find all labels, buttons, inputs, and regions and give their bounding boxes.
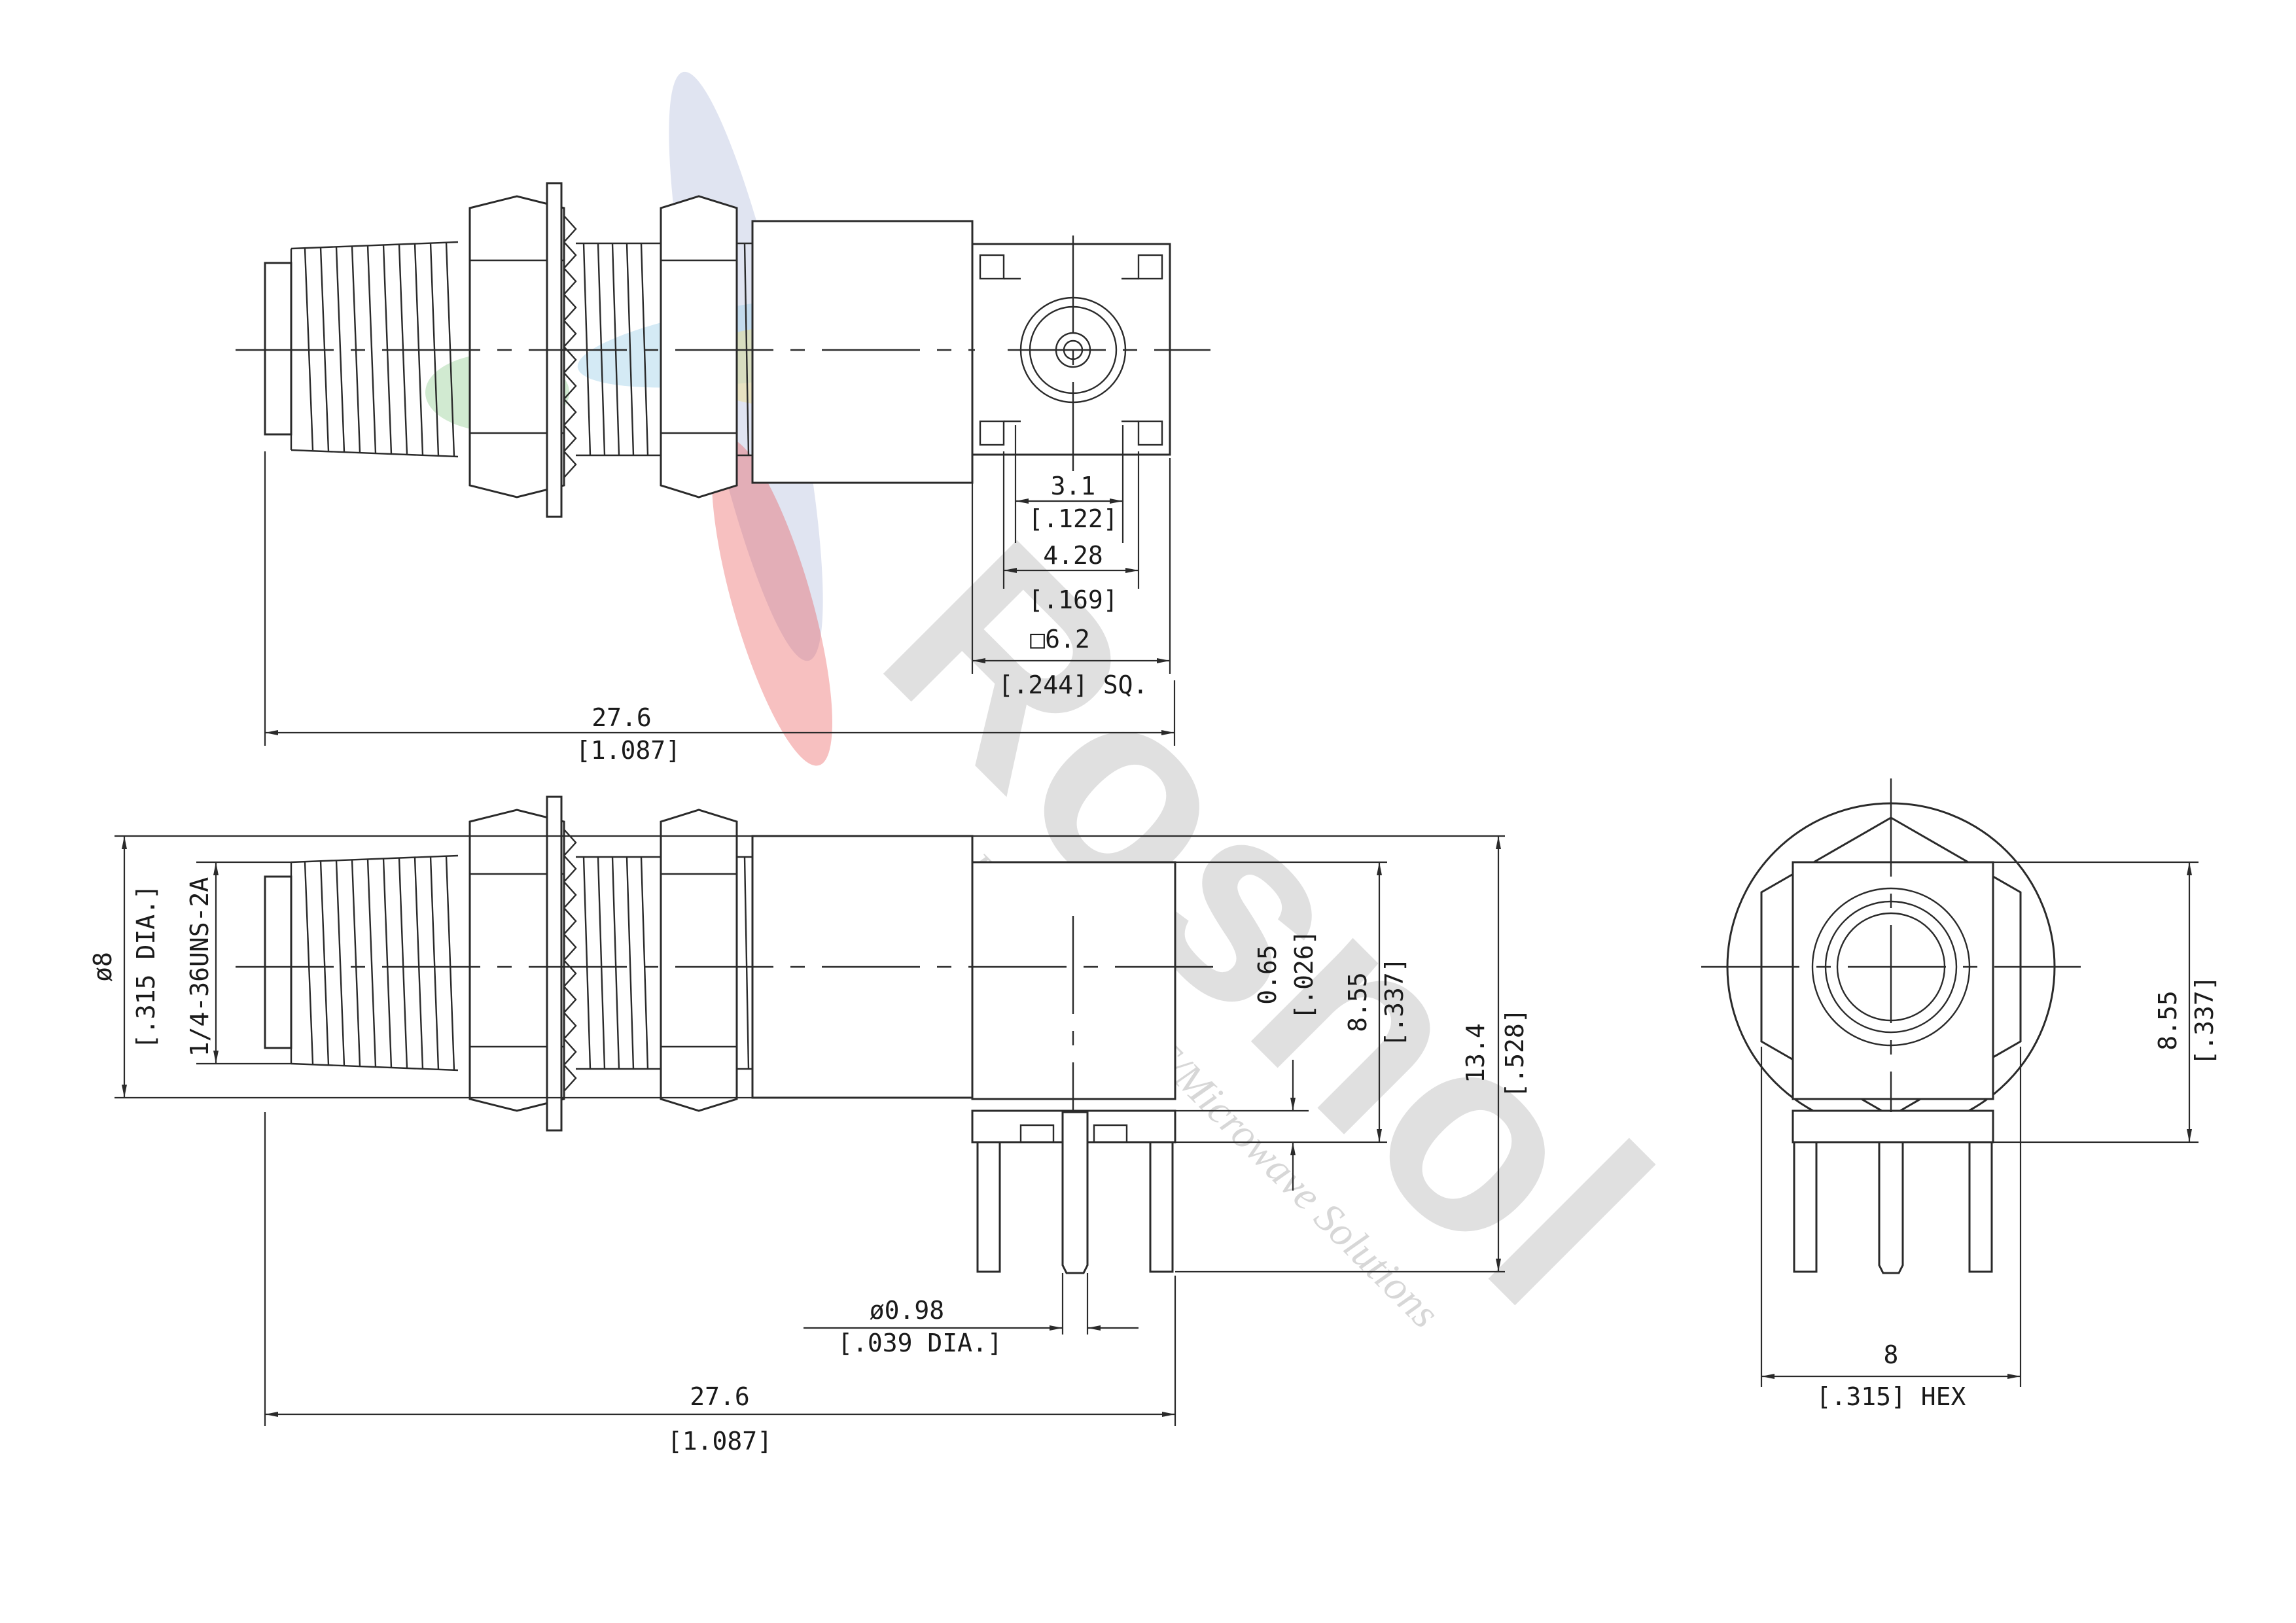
side-hex-nut-1 bbox=[468, 809, 565, 1112]
side-pin-left bbox=[976, 1141, 1001, 1273]
end-pin-left bbox=[1793, 1141, 1818, 1273]
dim-side-length-mm: 27.6 bbox=[690, 1382, 750, 1411]
dim-square-mm: □6.2 bbox=[1030, 625, 1090, 654]
pad-top-right bbox=[1137, 254, 1163, 280]
side-view: ø8 [.315 DIA.] 1/4-36UNS-2A 0.65 [.026] … bbox=[88, 795, 1529, 1456]
end-view: 8.55 [.337] 8 [.315] HEX bbox=[1701, 778, 2219, 1411]
side-pin-right bbox=[1149, 1141, 1174, 1273]
side-dimensions: ø8 [.315 DIA.] 1/4-36UNS-2A 0.65 [.026] … bbox=[88, 835, 1529, 1456]
pad-top-left bbox=[979, 254, 1005, 280]
end-center-pin bbox=[1878, 1141, 1904, 1274]
dim-hex-mm: 8 bbox=[1884, 1340, 1899, 1369]
top-thread-tip bbox=[264, 262, 292, 436]
dim-total-height-mm: 13.4 bbox=[1461, 1023, 1490, 1083]
dim-pad-spacing-mm: 4.28 bbox=[1043, 541, 1103, 570]
end-base bbox=[1792, 1109, 1994, 1143]
dim-thread-spec: 1/4-36UNS-2A bbox=[185, 877, 214, 1057]
dim-body-dia-mm: ø8 bbox=[88, 952, 117, 982]
dim-end-height-mm: 8.55 bbox=[2153, 990, 2182, 1051]
top-hex-nut-2 bbox=[660, 195, 738, 498]
top-hex-nut-1 bbox=[468, 195, 565, 498]
pad-bottom-right bbox=[1137, 420, 1163, 446]
side-thread-tip bbox=[264, 875, 292, 1049]
pad-bottom-left bbox=[979, 420, 1005, 446]
dim-square-inch: [.244] SQ. bbox=[998, 671, 1148, 699]
dim-total-height-inch: [.528] bbox=[1500, 1008, 1529, 1098]
dim-pin-dia-mm: ø0.98 bbox=[870, 1296, 944, 1325]
end-body-square bbox=[1792, 861, 1994, 1100]
top-view: 3.1 [.122] 4.28 [.169] □6.2 [.244] SQ. 2… bbox=[236, 182, 1210, 765]
top-body bbox=[751, 220, 974, 484]
dim-offset-inch: [.026] bbox=[1290, 930, 1318, 1019]
dim-body-dia-inch: [.315 DIA.] bbox=[132, 884, 160, 1049]
side-panel-washer bbox=[546, 795, 563, 1132]
dim-pad-spacing-inch: [.169] bbox=[1028, 585, 1118, 614]
dim-offset-mm: 0.65 bbox=[1253, 945, 1282, 1005]
end-pin-right bbox=[1968, 1141, 1993, 1273]
side-thread bbox=[290, 854, 459, 1072]
dim-end-height-inch: [.337] bbox=[2190, 975, 2219, 1065]
side-center-pin bbox=[1061, 1111, 1089, 1274]
dim-pin-spacing-inch: [.122] bbox=[1028, 504, 1118, 533]
dim-hex-inch: [.315] HEX bbox=[1816, 1382, 1966, 1411]
dim-pin-dia-inch: [.039 DIA.] bbox=[838, 1329, 1002, 1357]
top-dimensions: 3.1 [.122] 4.28 [.169] □6.2 [.244] SQ. 2… bbox=[264, 425, 1176, 765]
dim-side-length-inch: [1.087] bbox=[667, 1427, 772, 1456]
dim-height-855-inch: [.337] bbox=[1380, 957, 1409, 1047]
end-dimensions: 8.55 [.337] 8 [.315] HEX bbox=[1760, 861, 2219, 1411]
side-mid-thread bbox=[576, 856, 661, 1070]
dim-height-855-mm: 8.55 bbox=[1343, 972, 1372, 1032]
dim-pin-spacing-mm: 3.1 bbox=[1051, 472, 1096, 500]
side-hex-nut-2 bbox=[660, 809, 738, 1112]
dim-top-length-mm: 27.6 bbox=[592, 703, 652, 732]
dim-top-length-inch: [1.087] bbox=[576, 736, 680, 765]
